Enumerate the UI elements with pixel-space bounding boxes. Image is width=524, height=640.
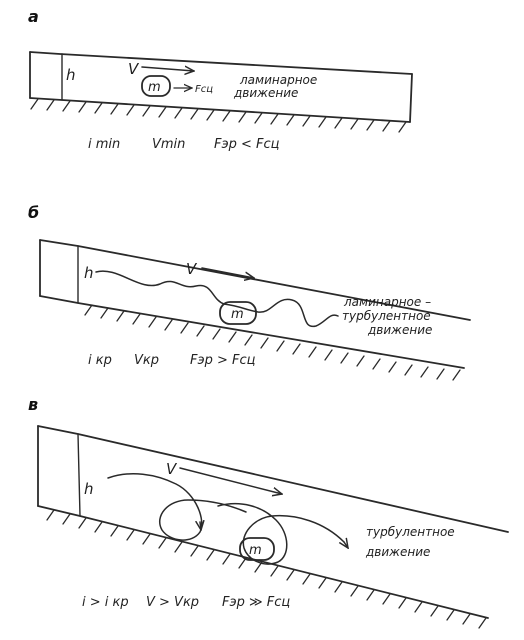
panel-c-regime-line2: движение [365,545,430,559]
panel-c-cond-velocity: V > Vкр [146,595,199,610]
panel-a-cond-velocity: Vmin [152,137,185,152]
panel-c-streamline-1 [107,473,247,541]
panel-b-cond-slope: i кр [88,353,112,368]
panel-b-letter: б [28,203,39,222]
panel-c-depth-label: h [84,480,94,498]
panel-b-particle [219,301,257,325]
panel-a-channel-bottom [29,97,411,123]
panel-b-regime-line3: движение [367,323,432,337]
panel-c-vortex-arrow-2 [344,542,348,548]
panel-a-velocity-arrow [141,67,194,71]
panel-a-cond-slope: i min [88,137,120,152]
panel-a-force-label: Fсц [195,84,213,95]
panel-a-channel-top [29,51,413,75]
panel-a-bed-hatching [30,98,407,133]
panel-c-depth-line [77,433,81,517]
panel-a-depth-label: h [66,66,76,84]
panel-a-regime-line1: ламинарное [239,73,317,87]
panel-a-channel-right [409,73,413,123]
panel-b-cond-velocity: Vкр [134,353,159,368]
panel-b: б h V m ламинарное – турбулентное движен… [28,203,471,381]
panel-a-velocity-label: V [128,60,140,78]
panel-c-velocity-label: V [166,460,178,478]
panel-b-streamline [95,270,339,327]
panel-a-letter: а [28,7,39,26]
panel-b-bed-hatching [84,304,461,381]
panel-b-regime-line1: ламинарное – [343,295,431,309]
panel-b-depth-label: h [84,264,94,282]
panel-c-particle [239,537,275,561]
panel-c-bed-hatching [46,509,487,629]
panel-c-vortex-arrow-1 [200,522,201,530]
panel-a-particle-label: m [148,80,161,95]
panel-b-velocity-arrow [201,267,254,278]
panel-c-particle-label: m [249,543,262,558]
panel-c: в h V m турбулентное движение i > i кр V… [28,395,509,629]
panel-c-letter: в [28,395,38,414]
panel-c-velocity-arrow [179,467,282,494]
panel-c-cond-slope: i > i кр [82,595,129,610]
panel-a: а h V m Fсц ламинарное движение i min Vm… [28,7,413,152]
panel-b-particle-label: m [231,307,244,322]
panel-b-cond-force: Fэр > Fсц [190,353,256,368]
panel-a-cond-force: Fэр < Fсц [214,137,280,152]
panel-c-regime-line1: турбулентное [366,525,455,539]
panel-a-regime-line2: движение [233,86,298,100]
panel-b-regime-line2: турбулентное [342,309,431,323]
panel-a-particle [141,75,171,97]
panel-b-velocity-label: V [186,260,198,278]
panel-c-cond-force: Fэр ≫ Fсц [222,595,290,610]
